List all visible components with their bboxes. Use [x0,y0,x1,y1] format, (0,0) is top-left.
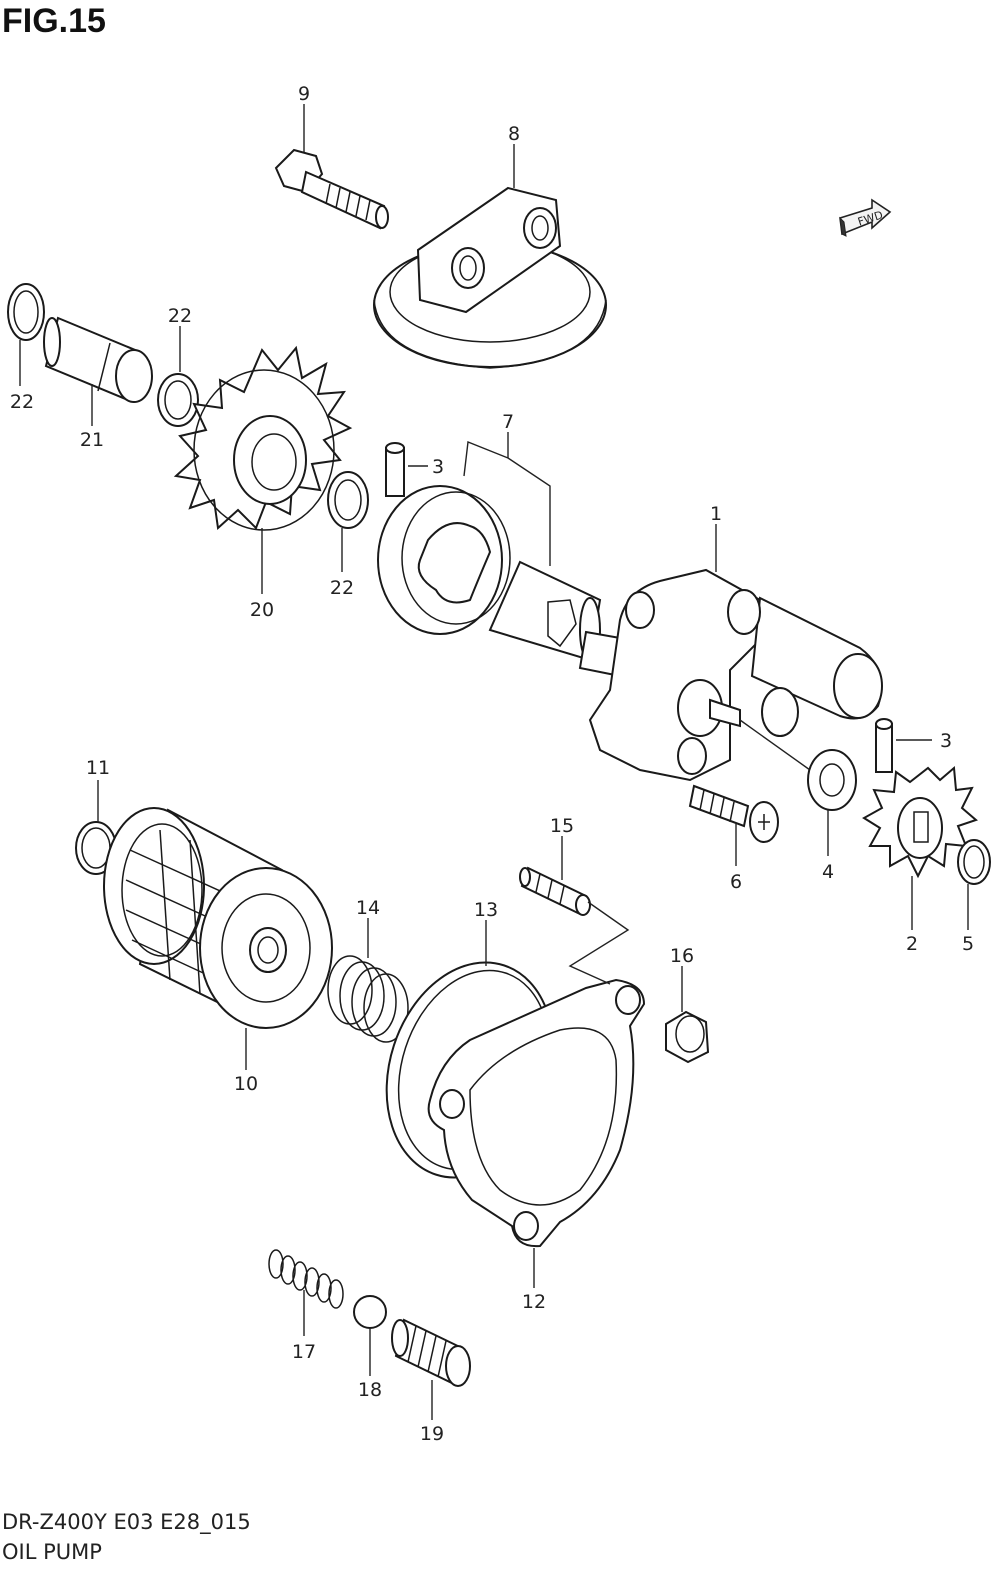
part-12-filter-cover [427,978,646,1248]
part-16-cap-nut [665,1010,710,1064]
part-22-circlip-mid [157,373,199,427]
callout-9: 9 [298,83,310,105]
assembly-name: OIL PUMP [2,1540,102,1564]
callout-19: 19 [420,1423,444,1445]
part-4-washer [807,749,857,811]
callout-10: 10 [234,1073,258,1095]
callout-18: 18 [358,1379,382,1401]
callout-20: 20 [250,599,274,621]
part-8-oil-strainer-cap [373,186,607,369]
callout-8: 8 [508,123,520,145]
part-17-spring [268,1249,344,1309]
part-3-dowel-pin-lower [875,718,893,773]
figure-title: FIG.15 [2,2,106,40]
callout-3-lower: 3 [940,730,952,752]
callout-1: 1 [710,503,722,525]
callout-22-right: 22 [330,577,354,599]
part-22-circlip-left [7,283,45,341]
callout-11: 11 [86,757,110,779]
part-6-screw [688,784,779,843]
callout-5: 5 [962,933,974,955]
part-10-oil-filter [103,807,333,1029]
callout-7: 7 [502,411,514,433]
callout-16: 16 [670,945,694,967]
part-2-drive-gear [862,765,978,879]
callout-21: 21 [80,429,104,451]
callout-3-upper: 3 [432,456,444,478]
callout-22-mid: 22 [168,305,192,327]
callout-2: 2 [906,933,918,955]
part-21-shaft [43,316,153,403]
part-22-circlip-right [327,471,369,529]
model-code: DR-Z400Y E03 E28_015 [2,1510,251,1534]
callout-13: 13 [474,899,498,921]
callout-14: 14 [356,897,380,919]
part-9-bolt [274,148,389,230]
part-1-pump-body [578,568,883,782]
part-20-driven-gear [173,345,353,531]
part-5-circlip [957,839,991,885]
callout-22-left: 22 [10,391,34,413]
part-15-pin [519,866,591,916]
callout-15: 15 [550,815,574,837]
callout-12: 12 [522,1291,546,1313]
callout-labels: 9 8 22 22 21 22 20 3 7 1 3 4 6 2 5 11 10… [10,83,974,1445]
callout-17: 17 [292,1341,316,1363]
part-14-spring [327,955,409,1043]
leader-lines [19,104,969,1420]
part-3-dowel-pin-upper [385,442,405,497]
callout-6: 6 [730,871,742,893]
callout-4: 4 [822,861,834,883]
part-18-ball [353,1295,387,1329]
fwd-arrow-icon: FWD [839,198,892,237]
part-19-plug [391,1318,471,1387]
part-7-outer-rotor [377,485,511,635]
